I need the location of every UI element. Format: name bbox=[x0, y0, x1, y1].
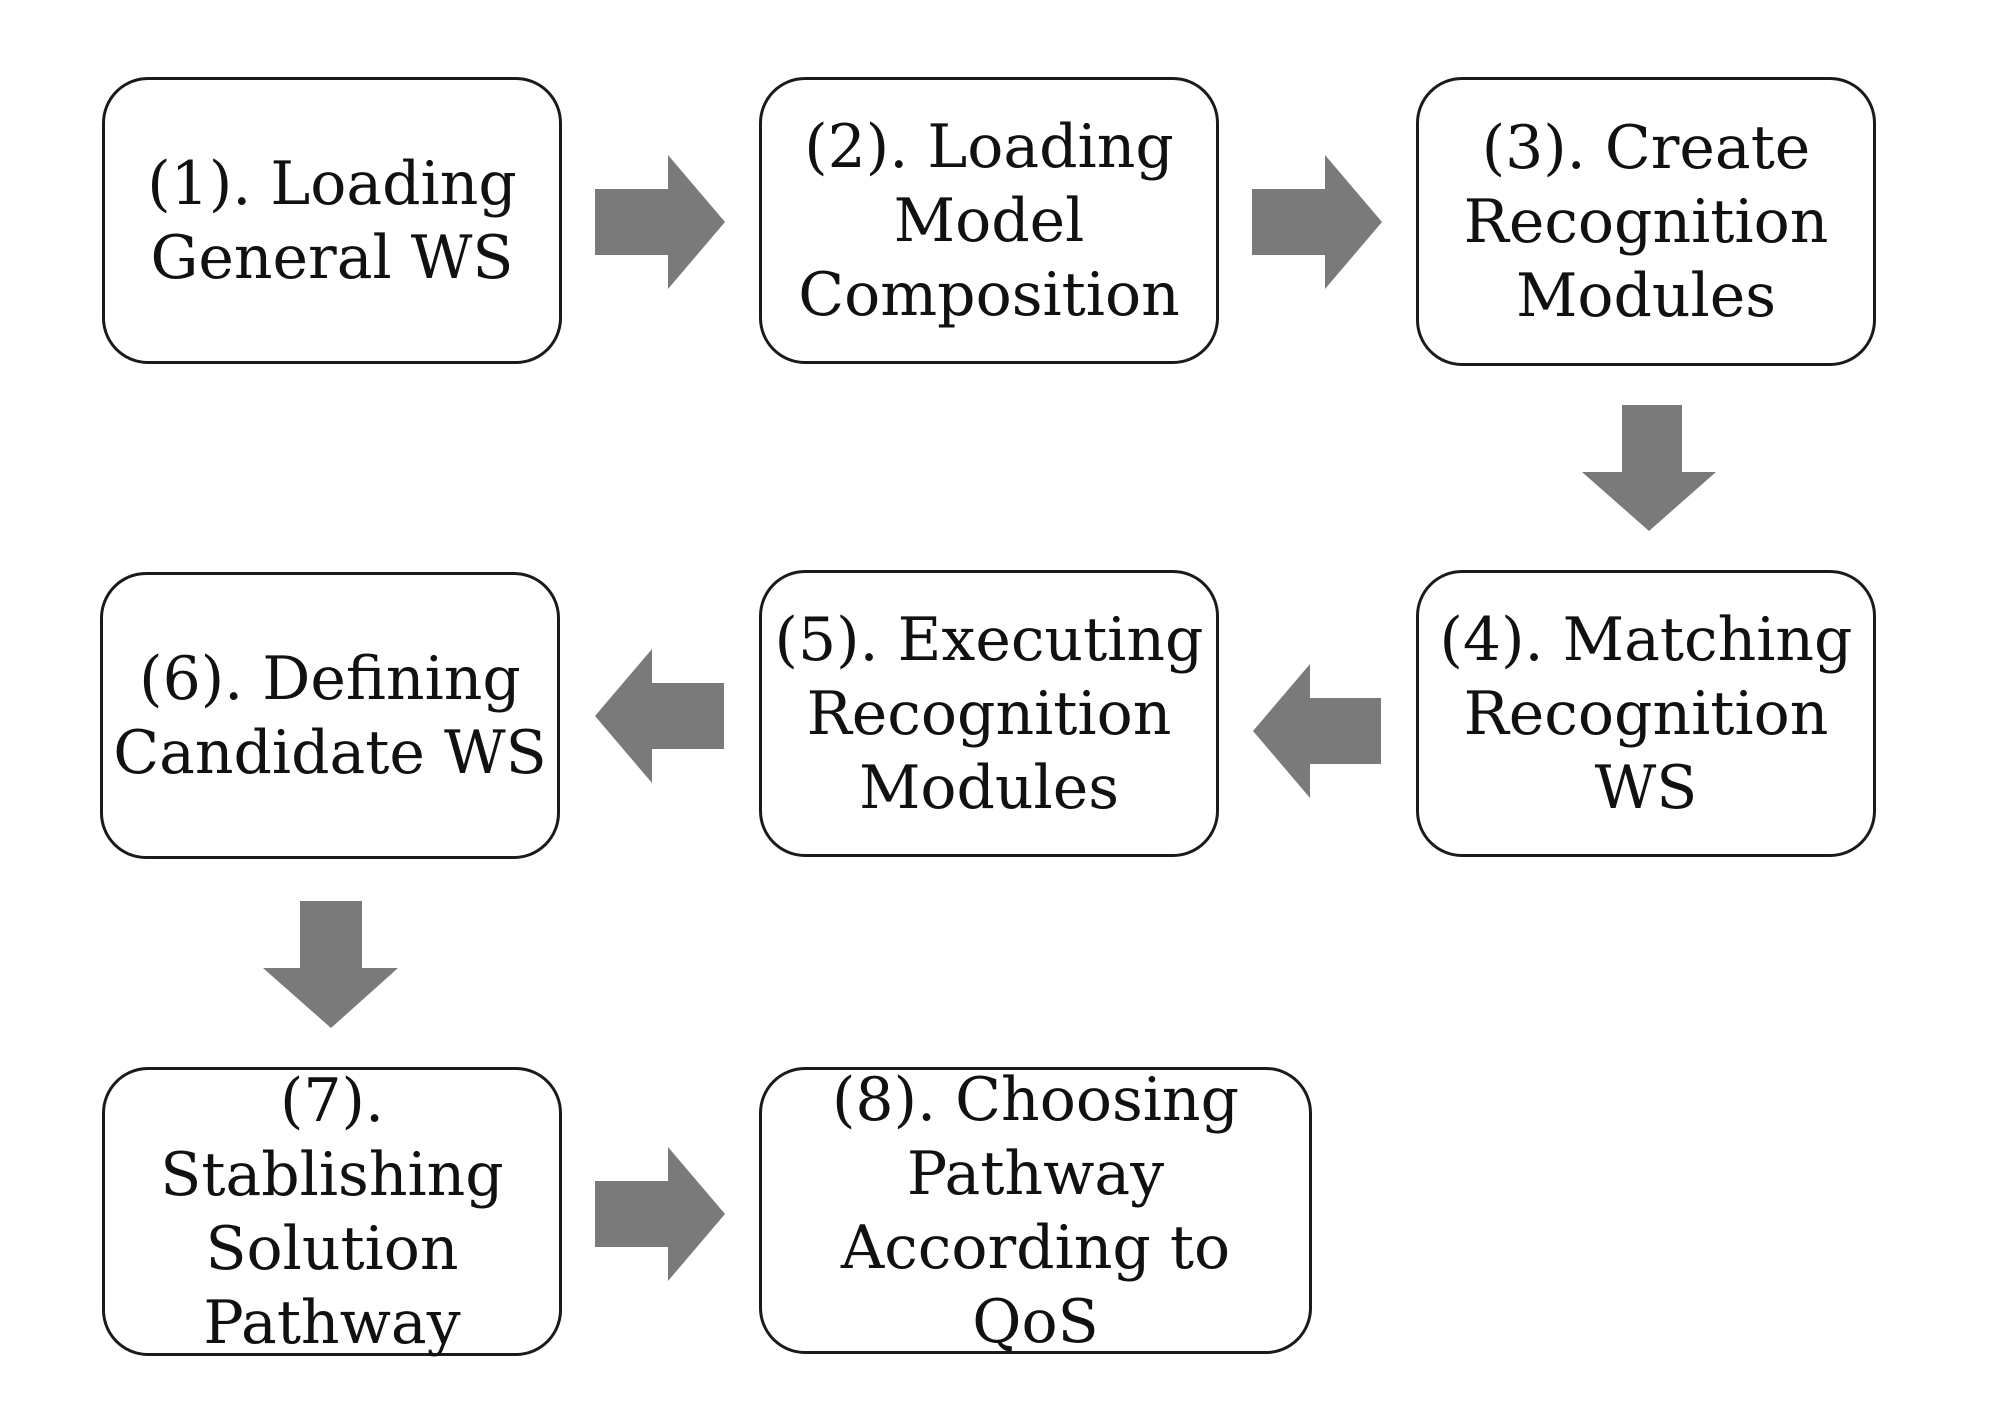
step-2-line-3: Composition bbox=[798, 259, 1180, 330]
step-5-executing-recognition-modules: (5). Executing Recognition Modules bbox=[759, 570, 1219, 857]
step-2-line-2: Model bbox=[893, 185, 1085, 256]
arrow-left-icon bbox=[595, 649, 724, 783]
step-8-line-3: According to QoS bbox=[840, 1212, 1231, 1357]
step-2-line-1: (2). Loading bbox=[804, 111, 1174, 182]
arrow-down-icon bbox=[263, 901, 398, 1028]
step-8-label: (8). Choosing Pathway According to QoS bbox=[772, 1063, 1299, 1359]
step-1-loading-general-ws: (1). Loading General WS bbox=[102, 77, 562, 364]
step-1-line-1: (1). Loading bbox=[147, 148, 517, 219]
arrow-down-icon bbox=[1582, 405, 1716, 531]
step-7-line-3: Pathway bbox=[203, 1287, 461, 1358]
step-3-line-3: Modules bbox=[1515, 260, 1777, 331]
step-4-line-1: (4). Matching bbox=[1439, 604, 1853, 675]
step-7-label: (7). Stablishing Solution Pathway bbox=[115, 1064, 549, 1360]
step-8-choosing-pathway-qos: (8). Choosing Pathway According to QoS bbox=[759, 1065, 1312, 1357]
step-5-label: (5). Executing Recognition Modules bbox=[775, 603, 1204, 825]
step-8-line-2: Pathway bbox=[906, 1138, 1165, 1209]
step-4-matching-recognition-ws: (4). Matching Recognition WS bbox=[1416, 570, 1876, 857]
step-4-line-2: Recognition bbox=[1463, 678, 1829, 749]
arrow-right-icon bbox=[595, 155, 725, 289]
step-2-label: (2). Loading Model Composition bbox=[798, 110, 1180, 332]
arrow-right-icon bbox=[1252, 155, 1382, 289]
step-5-line-2: Recognition bbox=[806, 678, 1172, 749]
step-6-line-2: Candidate WS bbox=[113, 717, 547, 788]
step-1-label: (1). Loading General WS bbox=[147, 147, 517, 295]
step-3-line-1: (3). Create bbox=[1481, 112, 1811, 183]
step-2-loading-model-composition: (2). Loading Model Composition bbox=[759, 77, 1219, 364]
step-4-label: (4). Matching Recognition WS bbox=[1440, 603, 1853, 825]
arrow-left-icon bbox=[1253, 664, 1381, 798]
step-8-line-1: (8). Choosing bbox=[832, 1064, 1239, 1135]
step-5-line-3: Modules bbox=[858, 752, 1120, 823]
step-7-stablishing-solution-pathway: (7). Stablishing Solution Pathway bbox=[102, 1066, 562, 1358]
step-1-line-2: General WS bbox=[150, 222, 514, 293]
step-6-defining-candidate-ws: (6). Defining Candidate WS bbox=[100, 572, 560, 859]
step-4-line-3: WS bbox=[1594, 752, 1698, 823]
step-6-line-1: (6). Defining bbox=[139, 643, 521, 714]
step-6-label: (6). Defining Candidate WS bbox=[113, 642, 547, 790]
step-3-line-2: Recognition bbox=[1463, 186, 1829, 257]
step-5-line-1: (5). Executing bbox=[774, 604, 1204, 675]
step-3-create-recognition-modules: (3). Create Recognition Modules bbox=[1416, 77, 1876, 366]
step-3-label: (3). Create Recognition Modules bbox=[1464, 111, 1829, 333]
arrow-right-icon bbox=[595, 1147, 725, 1281]
step-7-line-1: (7). Stablishing bbox=[160, 1065, 504, 1210]
step-7-line-2: Solution bbox=[205, 1213, 459, 1284]
